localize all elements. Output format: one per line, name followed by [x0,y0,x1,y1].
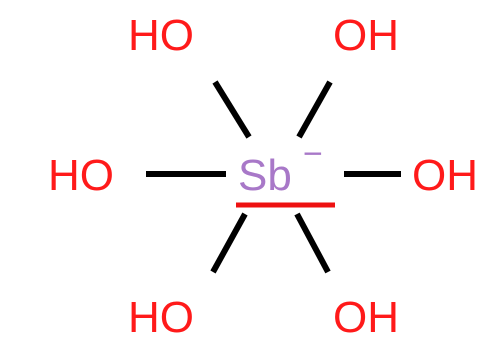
bond-bottom-right [294,212,331,274]
ligand-middle-right: OH [412,151,478,200]
bond-top-right [296,80,333,139]
ligand-bottom-left: HO [128,293,194,337]
ligand-top-right: OH [333,11,399,60]
center-atom-symbol: Sb [238,151,292,200]
ligand-middle-left: HO [48,151,114,200]
ligand-labels: HO OH HO OH HO OH [48,11,478,342]
ligand-top-left: HO [128,11,194,60]
ligand-bottom-right: OH [333,293,399,337]
center-atom-charge: − [303,135,323,173]
bond-top-left [212,80,252,139]
bond-bottom-left [210,212,248,274]
bond-group [146,80,401,274]
